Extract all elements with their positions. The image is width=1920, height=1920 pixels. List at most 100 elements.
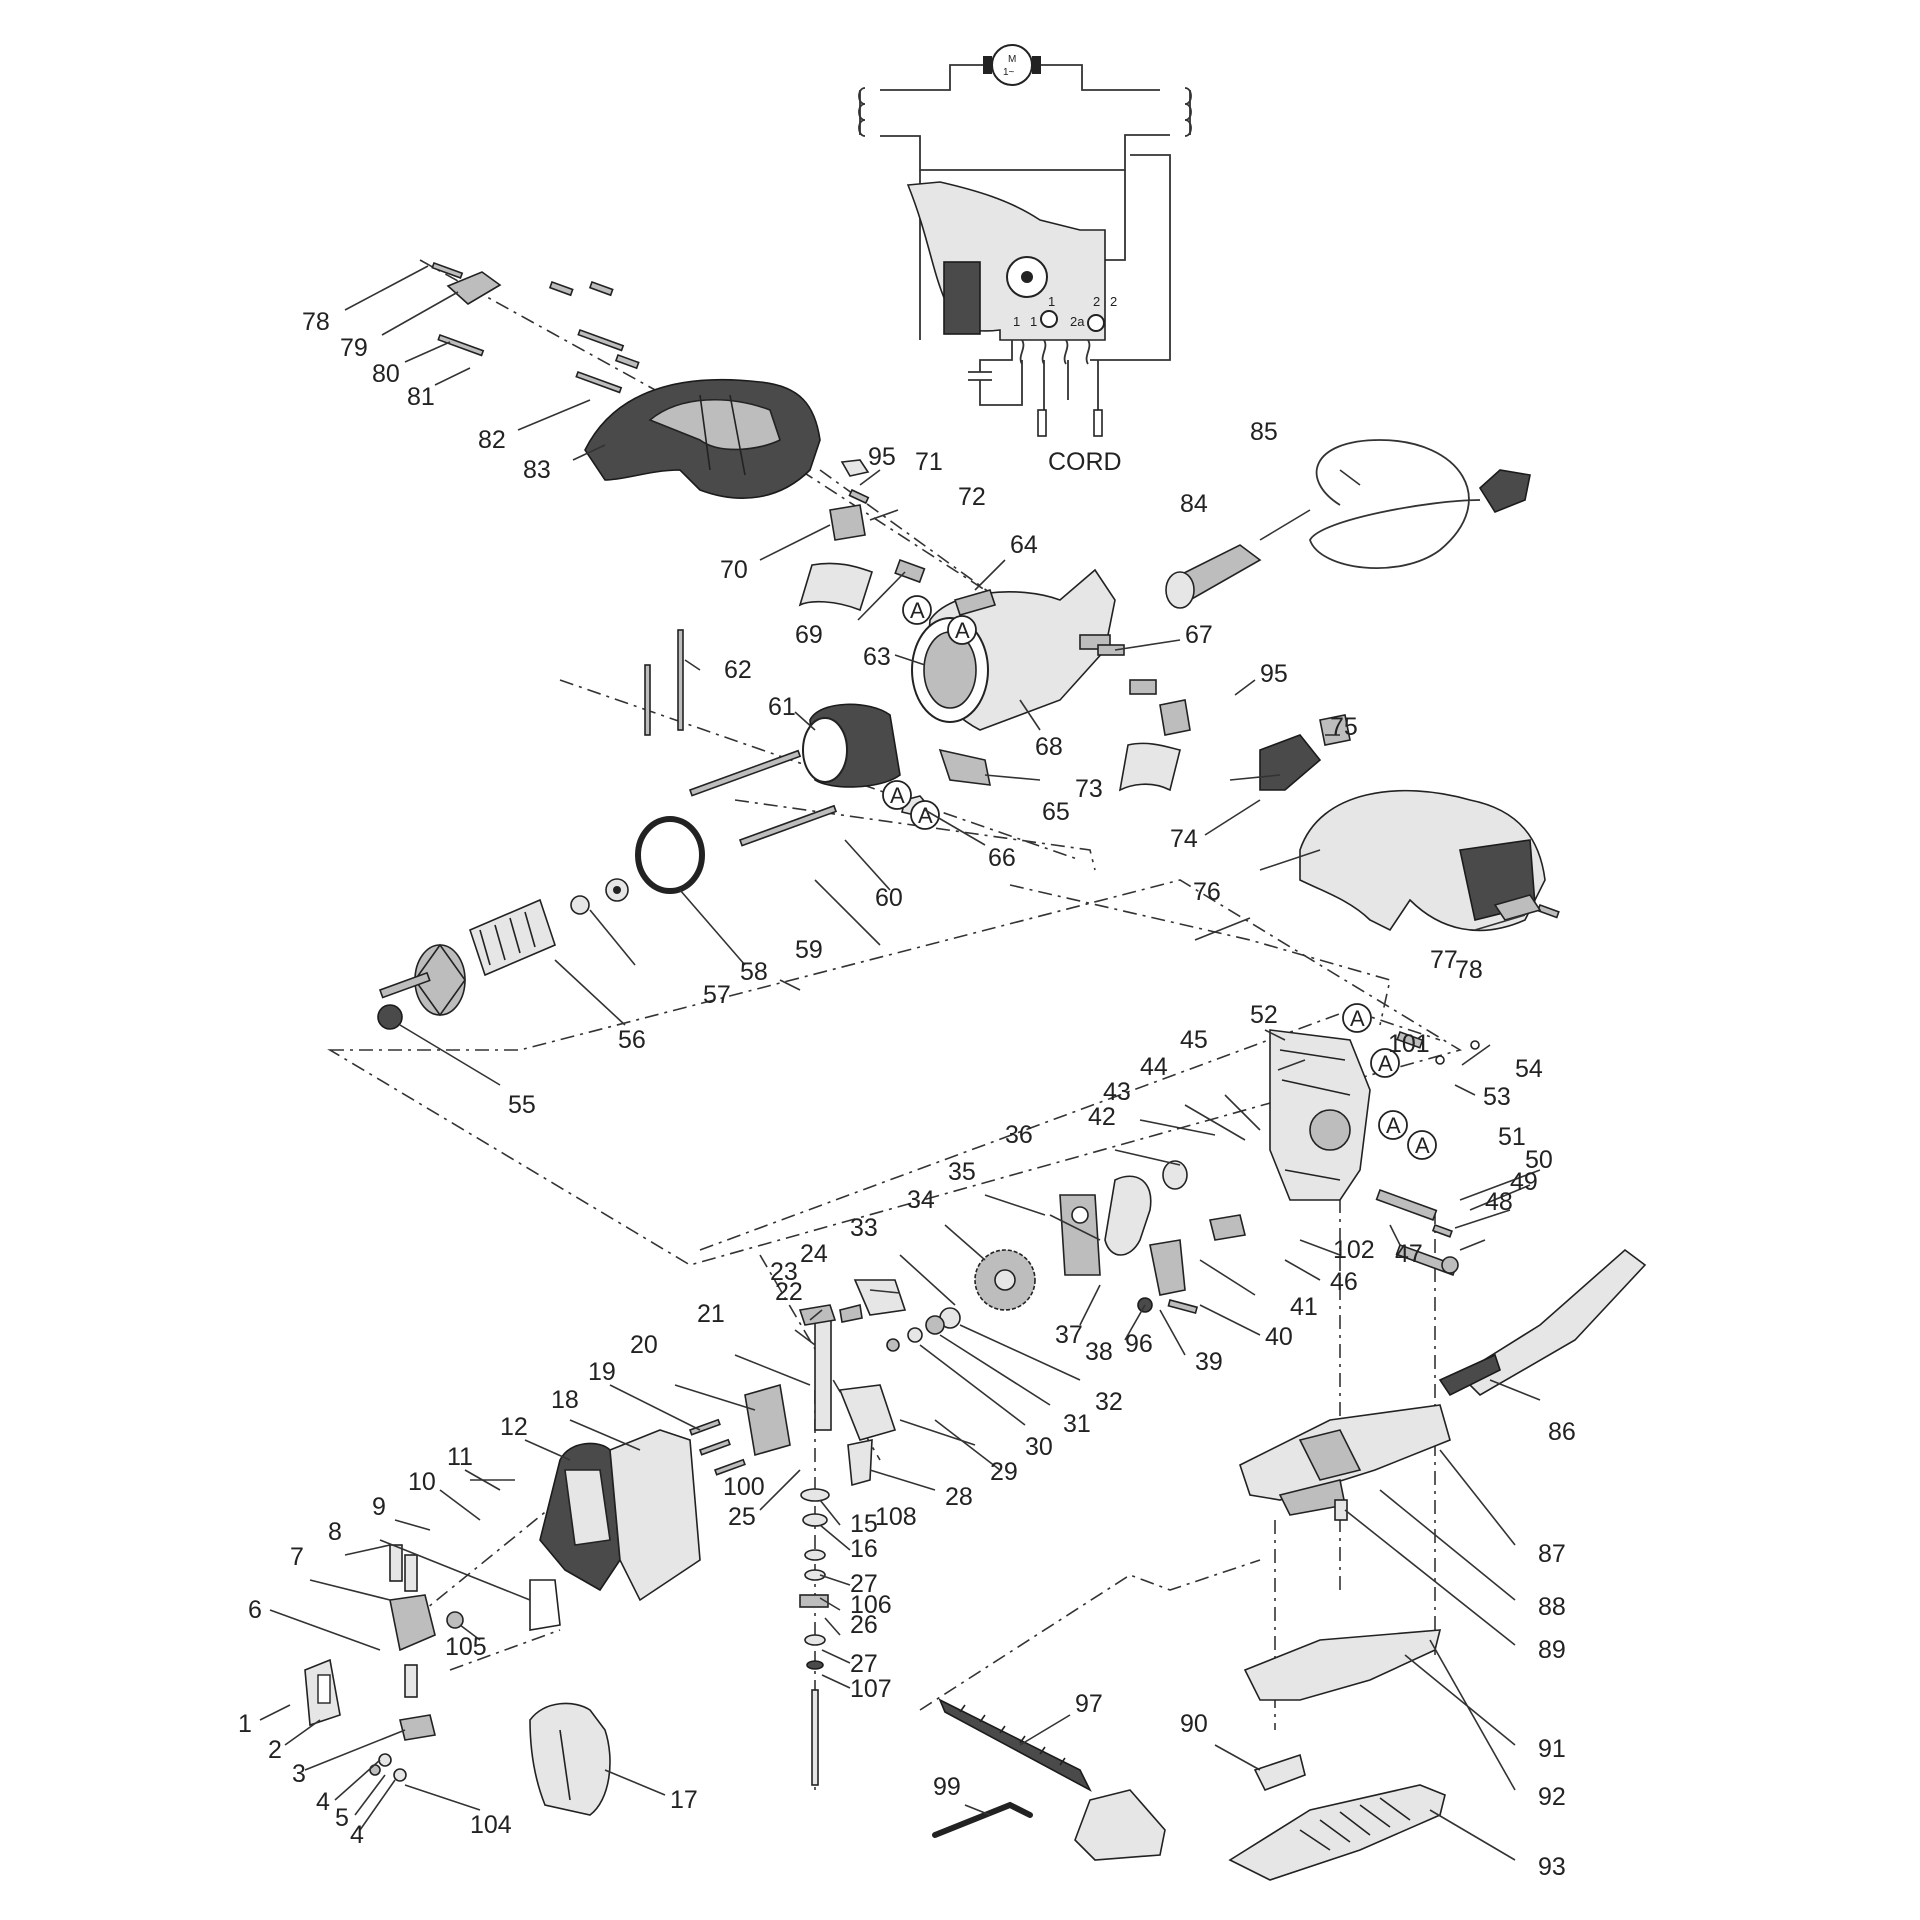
part-label: 104 bbox=[470, 1811, 512, 1839]
clip-90 bbox=[1253, 1753, 1306, 1792]
part-label: 102 bbox=[1333, 1236, 1375, 1264]
part-label: 93 bbox=[1538, 1853, 1566, 1881]
part-label: 58 bbox=[740, 958, 768, 986]
bearing-55 bbox=[377, 1004, 403, 1030]
part-label: 48 bbox=[1485, 1188, 1513, 1216]
part-label: 88 bbox=[1538, 1593, 1566, 1621]
svg-text:A: A bbox=[890, 783, 905, 808]
part-label: 72 bbox=[958, 483, 986, 511]
brush-cap bbox=[938, 748, 992, 786]
part-label: 20 bbox=[630, 1331, 658, 1359]
part-label: 11 bbox=[447, 1443, 473, 1471]
part-label: 69 bbox=[795, 621, 823, 649]
part-label: 30 bbox=[1025, 1433, 1053, 1461]
part-label: 32 bbox=[1095, 1388, 1123, 1416]
brush-holder bbox=[829, 504, 866, 541]
plunger-holder bbox=[744, 1383, 791, 1457]
part-label: 105 bbox=[445, 1633, 487, 1661]
part-label: 77 bbox=[1430, 946, 1458, 974]
cord-wire-end bbox=[1037, 409, 1047, 437]
leader-lines bbox=[259, 265, 1541, 1861]
part-label: 33 bbox=[850, 1214, 878, 1242]
part-label: 78 bbox=[302, 308, 330, 336]
svg-text:A: A bbox=[955, 618, 970, 643]
screws bbox=[431, 261, 1560, 919]
part-label: 50 bbox=[1525, 1146, 1553, 1174]
part-label: 85 bbox=[1250, 418, 1278, 446]
part-label: 4 bbox=[350, 1821, 364, 1849]
part-label: 6 bbox=[248, 1596, 262, 1624]
part-label: 65 bbox=[1042, 798, 1070, 826]
svg-text:A: A bbox=[1350, 1006, 1365, 1031]
part-labels: 1 2 3 4 5 4 6 7 8 9 10 11 12 15 16 17 18… bbox=[238, 308, 1576, 1881]
part-label: 47 bbox=[1395, 1240, 1423, 1268]
svg-text:A: A bbox=[910, 598, 925, 623]
terminal-label: 2a bbox=[1070, 314, 1085, 329]
part-label: 56 bbox=[618, 1026, 646, 1054]
section-markers: A A A A A A A A bbox=[882, 595, 1437, 1160]
part-label: 43 bbox=[1103, 1078, 1131, 1106]
wiring-schematic: M 1~ 1 1 1 2a 2 2 CORD bbox=[858, 44, 1192, 476]
part-label: 70 bbox=[720, 556, 748, 584]
part-label: 106 bbox=[850, 1591, 892, 1619]
part-label: 108 bbox=[875, 1503, 917, 1531]
part-label: 61 bbox=[768, 693, 796, 721]
brush-cover-64 bbox=[953, 589, 997, 616]
cord-label: CORD bbox=[1048, 448, 1122, 476]
part-label: 49 bbox=[1510, 1168, 1538, 1196]
part-label: 34 bbox=[907, 1186, 935, 1214]
rip-fence bbox=[938, 1698, 1092, 1792]
part-label: 22 bbox=[775, 1278, 803, 1306]
terminal-label: 2 bbox=[1110, 294, 1117, 309]
baffle-ring bbox=[635, 816, 705, 894]
part-label: 26 bbox=[850, 1611, 878, 1639]
fence-guide bbox=[1074, 1789, 1166, 1861]
part-label: 40 bbox=[1265, 1323, 1293, 1351]
part-label: 74 bbox=[1170, 825, 1198, 853]
hex-key bbox=[932, 1801, 1033, 1838]
part-label: 4 bbox=[316, 1788, 330, 1816]
part-label: 42 bbox=[1088, 1103, 1116, 1131]
part-label: 71 bbox=[915, 448, 943, 476]
cord-wire-end bbox=[1093, 409, 1103, 437]
part-label: 57 bbox=[703, 981, 731, 1009]
part-label: 67 bbox=[1185, 621, 1213, 649]
trigger-switch bbox=[1259, 734, 1322, 791]
part-label: 101 bbox=[1388, 1030, 1430, 1058]
motor-label: M bbox=[1008, 54, 1016, 65]
part-label: 84 bbox=[1180, 490, 1208, 518]
part-label: 80 bbox=[372, 360, 400, 388]
part-label: 64 bbox=[1010, 531, 1038, 559]
part-label: 44 bbox=[1140, 1053, 1168, 1081]
part-label: 83 bbox=[523, 456, 551, 484]
part-label: 95 bbox=[868, 443, 896, 471]
part-label: 100 bbox=[723, 1473, 765, 1501]
part-label: 19 bbox=[588, 1358, 616, 1386]
part-label: 12 bbox=[500, 1413, 528, 1441]
shoe-plate bbox=[1243, 1629, 1442, 1701]
terminal-label: 1 bbox=[1030, 314, 1037, 329]
lever-40 bbox=[1149, 1239, 1186, 1296]
part-label: 73 bbox=[1075, 775, 1103, 803]
assembly-center-lines bbox=[327, 259, 1462, 1795]
part-label: 7 bbox=[290, 1543, 304, 1571]
part-label: 79 bbox=[340, 334, 368, 362]
part-label: 16 bbox=[850, 1535, 878, 1563]
part-label: 82 bbox=[478, 426, 506, 454]
part-label: 87 bbox=[1538, 1540, 1566, 1568]
part-label: 18 bbox=[551, 1386, 579, 1414]
clamp-108 bbox=[847, 1439, 873, 1487]
part-label: 37 bbox=[1055, 1321, 1083, 1349]
part-label: 99 bbox=[933, 1773, 961, 1801]
part-label: 31 bbox=[1063, 1410, 1091, 1438]
part-label: 1 bbox=[238, 1710, 252, 1738]
part-label: 86 bbox=[1548, 1418, 1576, 1446]
part-label: 54 bbox=[1515, 1055, 1543, 1083]
part-label: 27 bbox=[850, 1650, 878, 1678]
washer-42 bbox=[1162, 1160, 1188, 1190]
part-label: 38 bbox=[1085, 1338, 1113, 1366]
plug bbox=[1478, 469, 1531, 513]
part-shapes bbox=[304, 261, 1647, 1881]
svg-text:A: A bbox=[1386, 1113, 1401, 1138]
part-label: 9 bbox=[372, 1493, 386, 1521]
